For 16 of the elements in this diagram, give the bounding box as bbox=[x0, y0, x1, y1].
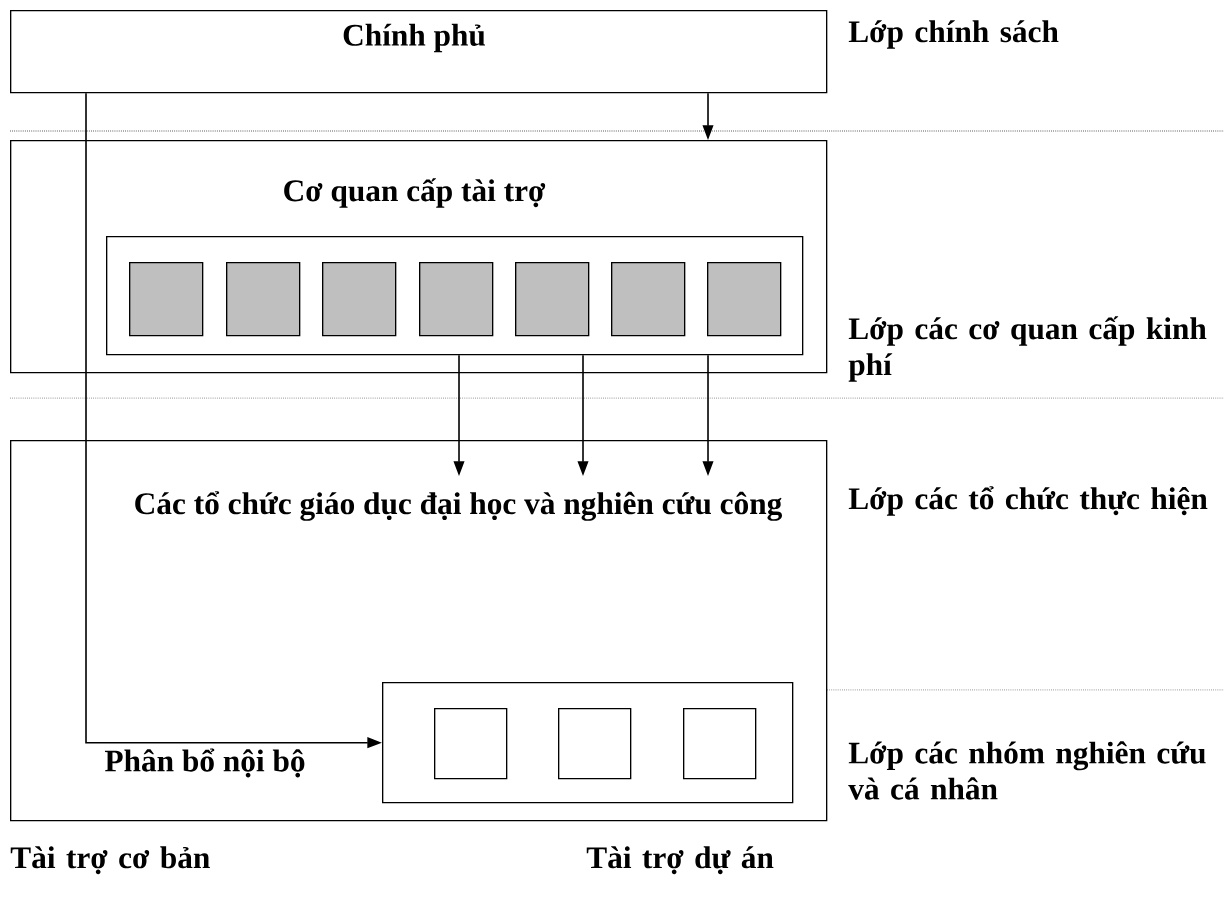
square bbox=[419, 262, 494, 337]
square bbox=[683, 708, 757, 780]
layer-label: Tài trợ dự án bbox=[586, 846, 774, 875]
layer-label: Tài trợ cơ bản bbox=[10, 846, 210, 875]
square bbox=[558, 708, 632, 780]
square bbox=[611, 262, 686, 337]
square bbox=[515, 262, 590, 337]
layer-label: Lớp các nhóm nghiên cứu và cá nhân bbox=[848, 741, 1206, 800]
square bbox=[707, 262, 782, 337]
policy-box: Chính phủ bbox=[10, 10, 828, 94]
layer-label: Lớp các cơ quan cấp kinh phí bbox=[848, 316, 1207, 382]
square bbox=[226, 262, 301, 337]
square bbox=[322, 262, 397, 337]
square bbox=[129, 262, 204, 337]
square bbox=[434, 708, 508, 780]
layer-label: Lớp các tổ chức thực hiện bbox=[848, 486, 1208, 516]
